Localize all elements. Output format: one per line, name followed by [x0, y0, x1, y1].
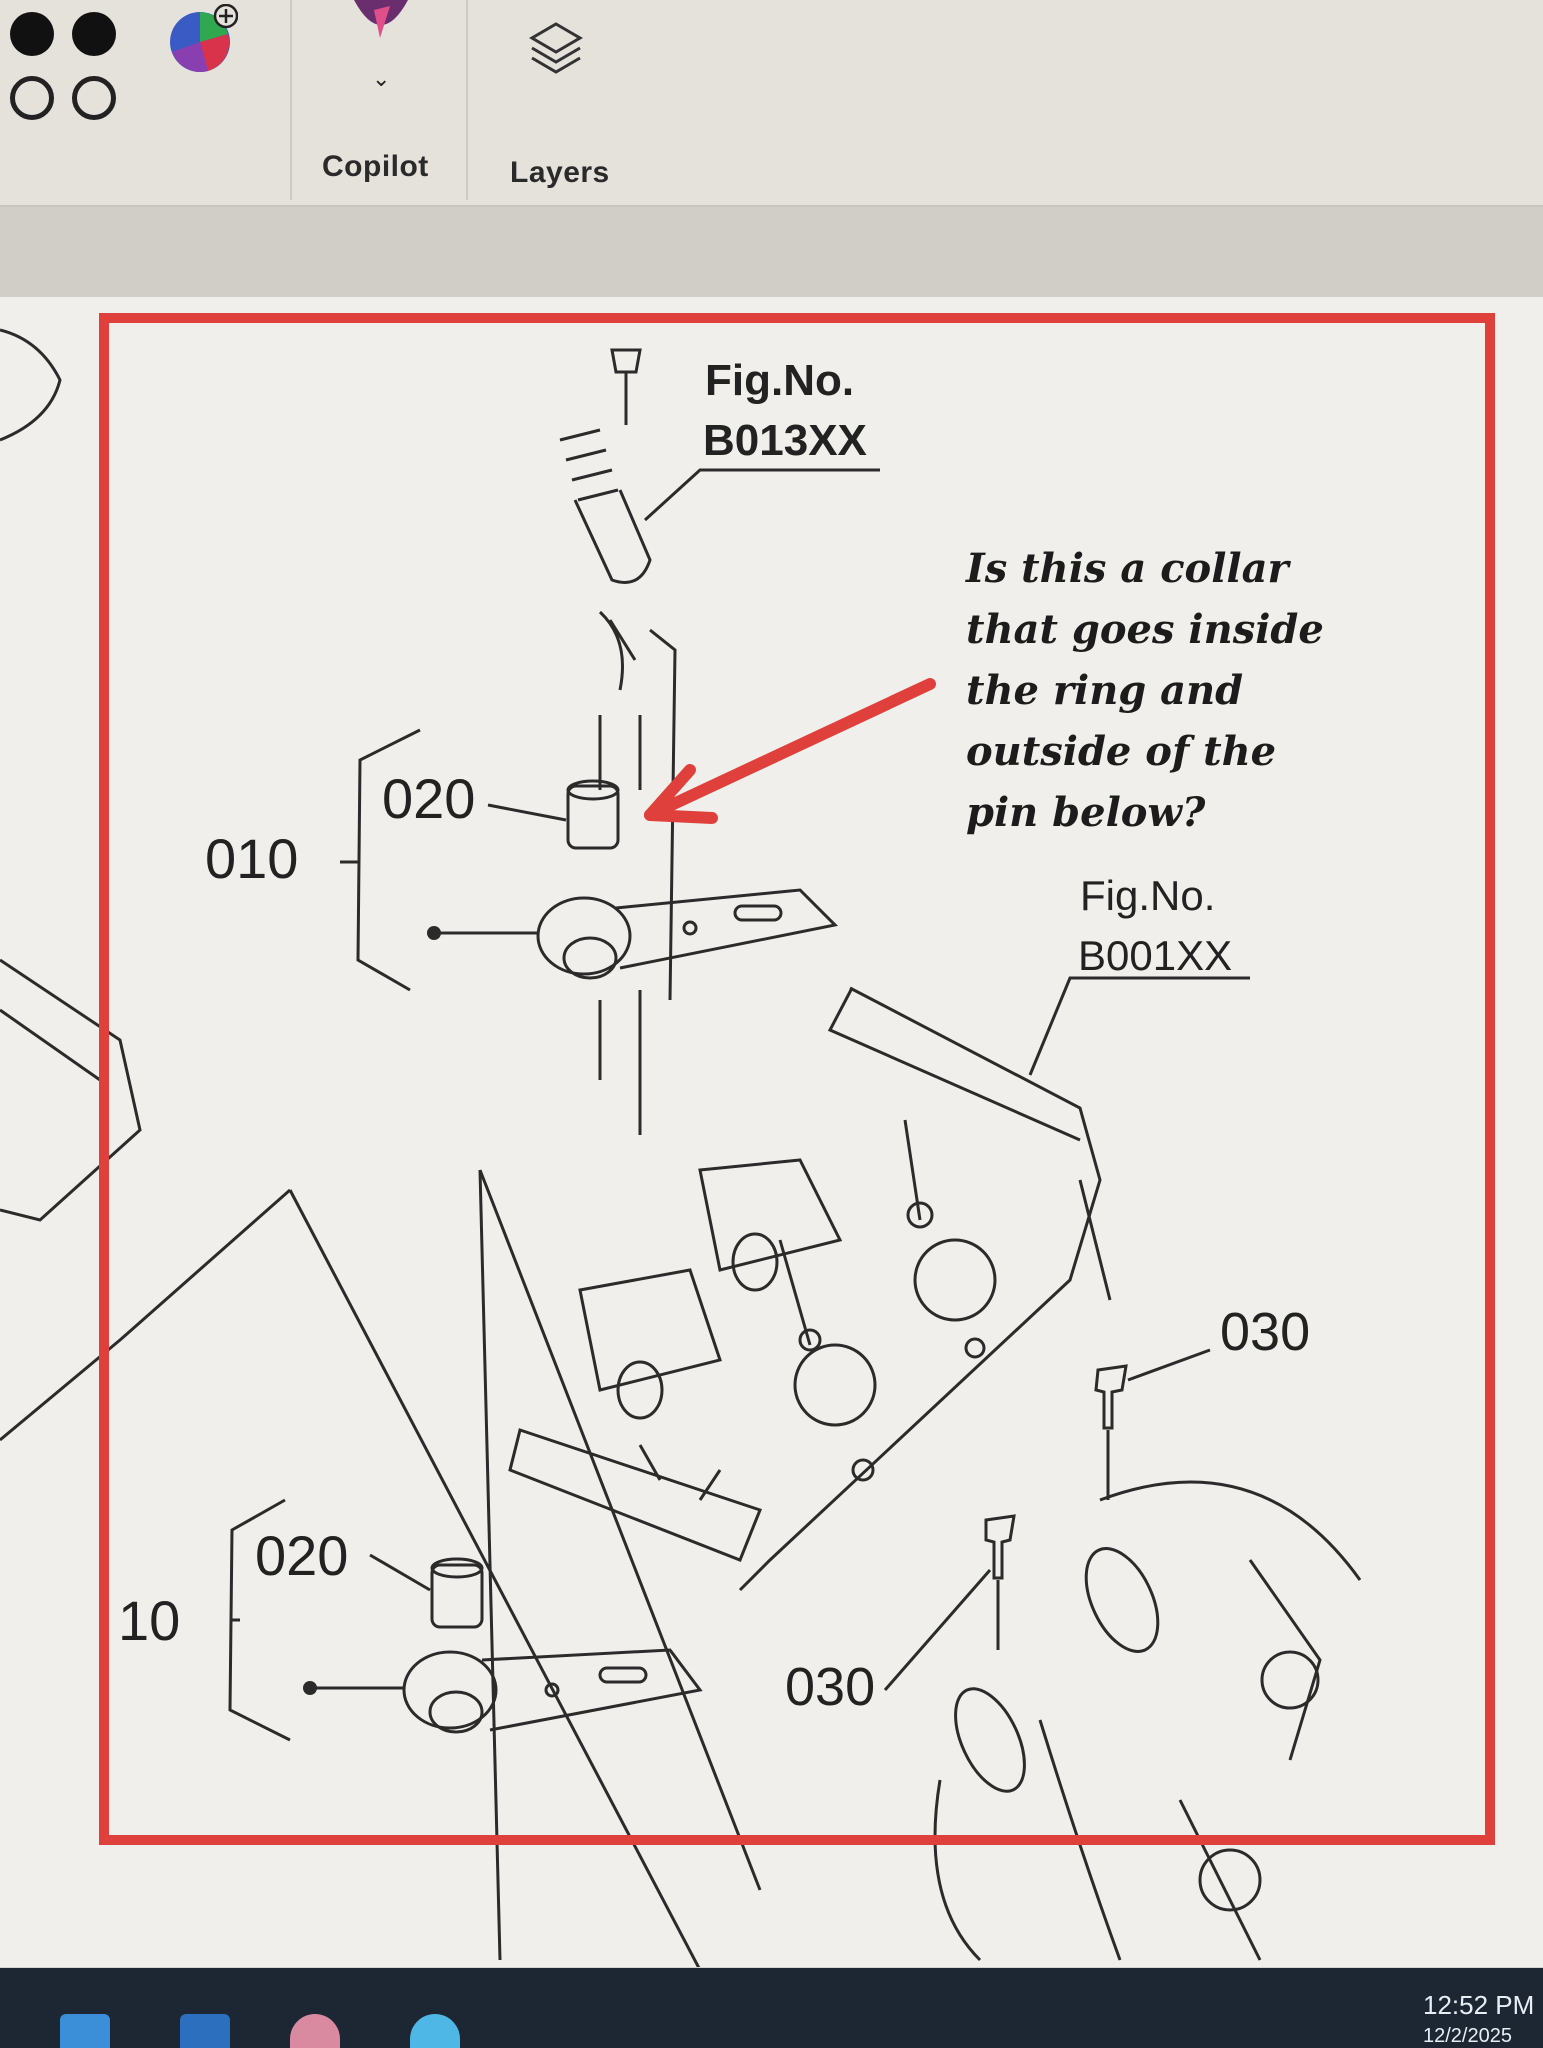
part-label-010-top: 010	[205, 827, 298, 890]
ribbon-toolbar: ⌄ Copilot Layers	[0, 0, 1543, 207]
clock-time: 12:52 PM	[1423, 1990, 1535, 2020]
fig-top-line1: Fig.No.	[705, 356, 854, 405]
fig-top-line2: B013XX	[703, 416, 867, 465]
annotation-line: pin below?	[966, 789, 1206, 836]
part-label-020-bottom: 020	[255, 1524, 348, 1587]
part-label-020-top: 020	[382, 767, 475, 830]
taskbar-app-icon[interactable]	[180, 2014, 230, 2048]
annotation-question: Is this a collar that goes inside the ri…	[966, 538, 1324, 843]
chevron-down-icon: ⌄	[372, 66, 391, 91]
color-swatch-black-2[interactable]	[72, 12, 116, 56]
system-clock[interactable]: 12:52 PM 12/2/2025	[1423, 1990, 1543, 2048]
color-picker-icon[interactable]	[168, 3, 239, 74]
annotation-line: Is this a collar	[966, 545, 1289, 592]
taskbar	[0, 1968, 1543, 2048]
highlight-rectangle	[99, 313, 1495, 1845]
drawing-canvas[interactable]: Fig.No. B013XX Fig.No. B001XX 020 010 03…	[0, 297, 1543, 1967]
arrow-annotation	[644, 678, 936, 824]
layers-button[interactable]: Layers	[470, 0, 640, 200]
annotation-line: outside of the	[966, 728, 1277, 775]
copilot-icon	[346, 0, 416, 50]
part-label-010-bottom: 10	[118, 1589, 180, 1652]
layers-label: Layers	[510, 156, 610, 189]
parts-diagram: Fig.No. B013XX Fig.No. B001XX 020 010 03…	[0, 313, 1495, 1967]
taskbar-app-icon[interactable]	[60, 2014, 110, 2048]
color-swatch-empty-1[interactable]	[10, 76, 54, 120]
fig-mid-line2: B001XX	[1078, 932, 1232, 979]
part-label-030-bottom: 030	[785, 1657, 875, 1717]
annotation-line: the ring and	[966, 667, 1244, 714]
toolbar-separator	[466, 0, 468, 200]
annotation-line: that goes inside	[966, 606, 1324, 653]
color-swatch-black-1[interactable]	[10, 12, 54, 56]
color-swatch-empty-2[interactable]	[72, 76, 116, 120]
part-label-030-right: 030	[1220, 1302, 1310, 1362]
fig-mid-line1: Fig.No.	[1080, 872, 1215, 919]
clock-date: 12/2/2025	[1423, 2025, 1512, 2047]
layers-icon	[526, 18, 586, 83]
copilot-button[interactable]: ⌄ Copilot	[296, 0, 466, 200]
toolbar-separator	[290, 0, 292, 200]
taskbar-app-icon[interactable]	[290, 2014, 340, 2048]
taskbar-app-icon[interactable]	[410, 2014, 460, 2048]
copilot-label: Copilot	[322, 150, 429, 183]
canvas-margin	[0, 207, 1543, 297]
